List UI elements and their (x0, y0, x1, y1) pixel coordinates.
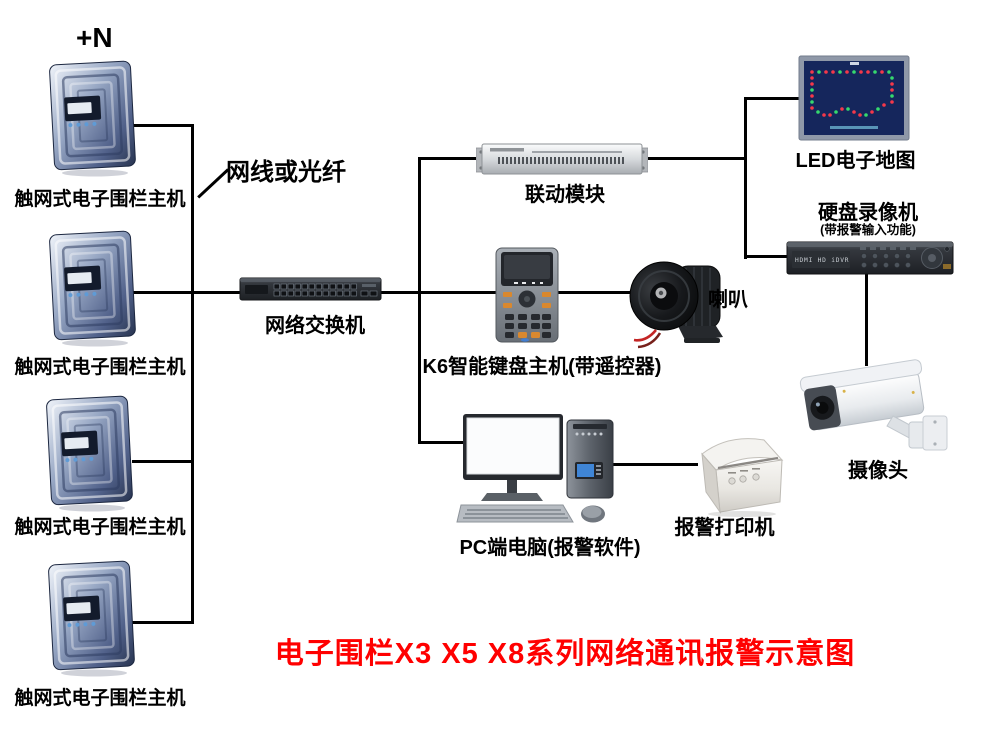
fence-host-2-label: 触网式电子围栏主机 (14, 357, 186, 378)
wire-host1-stub (132, 124, 194, 127)
fence-host-3 (46, 395, 133, 512)
wire-dvr-branch (744, 255, 792, 258)
keypad-label: K6智能键盘主机(带遥控器) (422, 356, 662, 378)
dvr-label: 硬盘录像机 (818, 202, 918, 224)
wire-host3-stub (132, 460, 194, 463)
wire-left-bus-vertical (191, 124, 194, 624)
fence-host-3-label: 触网式电子围栏主机 (14, 517, 186, 538)
wire-cable-callout (197, 168, 229, 199)
printer-label: 报警打印机 (674, 517, 775, 539)
horn-speaker (629, 261, 723, 349)
camera (799, 359, 948, 451)
dvr: HDMI HD iDVR (786, 241, 954, 275)
fence-host-2 (49, 230, 136, 347)
linkage-module-label: 联动模块 (525, 184, 605, 206)
linkage-module (476, 143, 648, 175)
pc-label: PC端电脑(报警软件) (459, 537, 641, 559)
diagram-title: 电子围栏X3 X5 X8系列网络通讯报警示意图 (274, 638, 856, 670)
camera-label: 摄像头 (848, 460, 908, 482)
wire-linkage-right (642, 157, 747, 160)
network-switch (239, 277, 382, 301)
wire-right-riser-vertical (744, 97, 747, 259)
speaker-wire-red (633, 329, 657, 342)
plus-n-label: +N (76, 22, 113, 53)
wire-linkage-left (418, 157, 484, 160)
wire-center-vertical (418, 157, 421, 444)
fence-host-4-label: 触网式电子围栏主机 (14, 688, 186, 709)
dvr-front-text: HDMI HD iDVR (795, 257, 849, 264)
wire-host4-stub (132, 621, 194, 624)
pc-tower (566, 419, 614, 499)
printer-buttons (728, 473, 760, 485)
led-map-label: LED电子地图 (795, 150, 916, 172)
fence-host-1-label: 触网式电子围栏主机 (14, 189, 186, 210)
speaker-wire-dark (637, 332, 662, 349)
switch-label: 网络交换机 (265, 315, 365, 337)
alarm-printer (701, 438, 784, 517)
wire-main-horizontal (132, 291, 646, 294)
fence-host-1 (49, 60, 136, 177)
wire-pc-printer (610, 463, 698, 466)
pc-workstation (456, 414, 614, 523)
k6-keypad (495, 247, 559, 343)
wire-pc-branch (418, 441, 482, 444)
cable-type-label: 网线或光纤 (226, 159, 346, 186)
led-map (798, 55, 910, 141)
speaker-label: 喇叭 (708, 289, 748, 311)
wire-led-branch (744, 97, 806, 100)
dvr-sublabel: (带报警输入功能) (820, 223, 916, 237)
led-dots (810, 70, 894, 117)
wire-camera-drop (865, 274, 868, 366)
fence-host-4 (48, 560, 135, 677)
